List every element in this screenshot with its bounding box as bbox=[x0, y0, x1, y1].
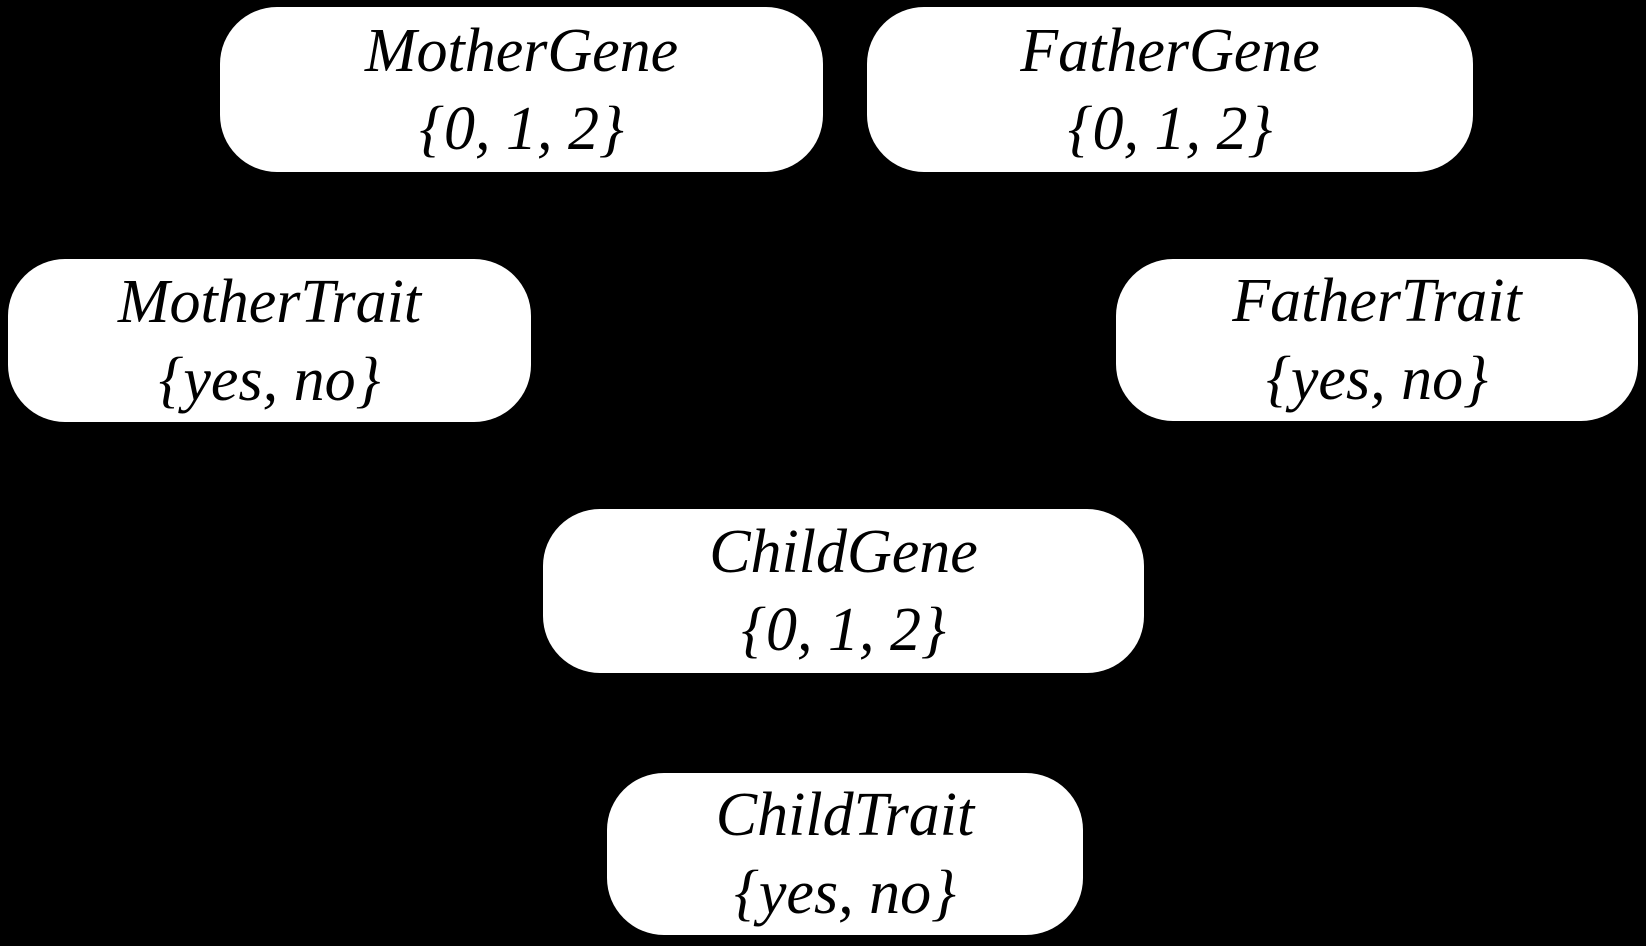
node-domain: {yes, no} bbox=[158, 345, 381, 414]
node-label: MotherTrait bbox=[117, 267, 422, 336]
node-domain: {0, 1, 2} bbox=[1067, 94, 1273, 163]
node-domain: {0, 1, 2} bbox=[419, 94, 624, 163]
node-label: FatherTrait bbox=[1232, 267, 1522, 335]
node-father-trait: FatherTrait {yes, no} bbox=[1116, 259, 1638, 421]
node-label: MotherGene bbox=[364, 16, 679, 85]
node-mother-trait: MotherTrait {yes, no} bbox=[8, 259, 531, 422]
node-mother-gene: MotherGene {0, 1, 2} bbox=[220, 7, 823, 172]
node-domain: {0, 1, 2} bbox=[741, 596, 946, 664]
node-domain: {yes, no} bbox=[1266, 345, 1488, 413]
node-label: ChildTrait bbox=[715, 781, 975, 849]
node-child-gene: ChildGene {0, 1, 2} bbox=[543, 509, 1144, 673]
node-label: ChildGene bbox=[709, 518, 978, 586]
node-child-trait: ChildTrait {yes, no} bbox=[607, 773, 1083, 935]
node-domain: {yes, no} bbox=[734, 859, 956, 927]
node-label: FatherGene bbox=[1020, 16, 1320, 85]
node-father-gene: FatherGene {0, 1, 2} bbox=[867, 7, 1473, 172]
